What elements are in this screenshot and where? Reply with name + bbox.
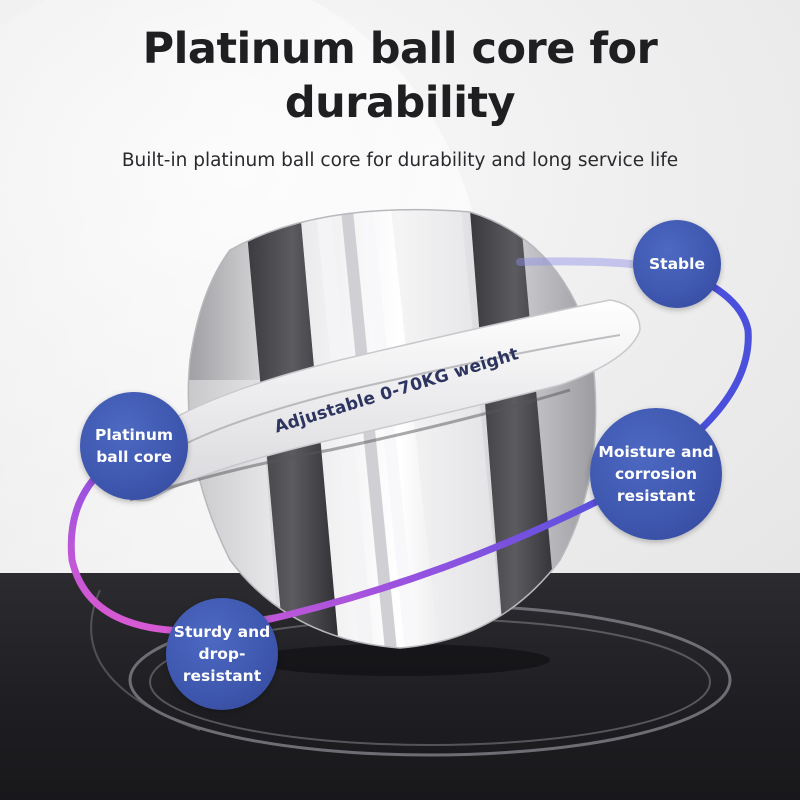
feature-label: Stable	[649, 255, 705, 273]
feature-label: Platinum ball core	[94, 426, 174, 466]
page-title: Platinum ball core for durability	[0, 22, 800, 130]
title-line-2: durability	[284, 78, 516, 128]
feature-bubble-drop-resistant: Sturdy and drop- resistant	[166, 598, 278, 710]
feature-bubble-moisture-resistant: Moisture and corrosion resistant	[590, 408, 722, 540]
feature-label: Sturdy and drop- resistant	[173, 623, 271, 685]
feature-bubble-platinum-core: Platinum ball core	[80, 392, 188, 500]
feature-bubble-stable: Stable	[633, 220, 721, 308]
feature-label: Moisture and corrosion resistant	[598, 443, 714, 505]
title-line-1: Platinum ball core for	[142, 24, 658, 74]
page-subtitle: Built-in platinum ball core for durabili…	[121, 150, 679, 171]
